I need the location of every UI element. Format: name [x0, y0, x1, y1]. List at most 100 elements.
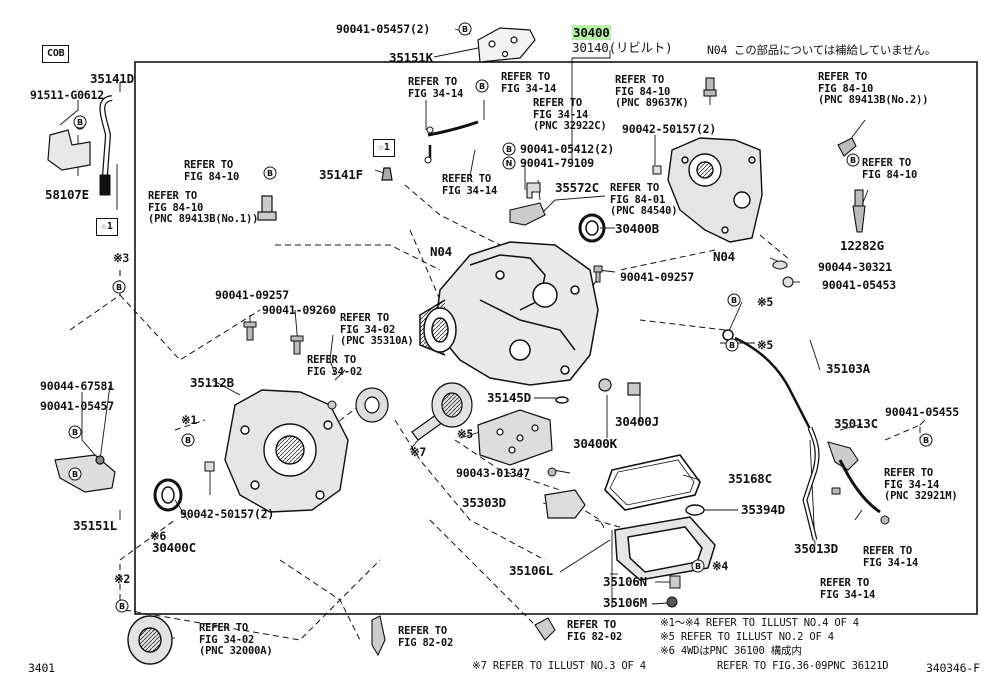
svg-text:B: B	[695, 562, 701, 571]
label-35141D: 35141D	[90, 71, 134, 86]
pipe-32922C-drawing	[424, 120, 479, 164]
label-90041-05453: 90041-05453	[822, 278, 896, 292]
label-58107E: 58107E	[45, 187, 89, 202]
torque-converter-drawing	[127, 615, 173, 665]
seal-30400B-drawing	[578, 213, 606, 243]
note-1-4: ※1～※4 REFER TO ILLUST NO.4 OF 4	[660, 617, 859, 629]
label-35141F: 35141F	[319, 167, 363, 182]
label-90042-50157-bottom: 90042-50157(2)	[180, 507, 275, 521]
label-90041-05455: 90041-05455	[885, 405, 959, 419]
fig-code: 340346-F	[926, 661, 980, 675]
cob-box: COB	[42, 45, 70, 63]
label-35106M: 35106M	[603, 595, 647, 610]
label-30400J: 30400J	[615, 414, 659, 429]
svg-text:B: B	[119, 602, 125, 611]
svg-text:B: B	[77, 118, 83, 127]
label-n04-cover: N04	[713, 249, 735, 264]
label-35112B: 35112B	[190, 375, 234, 390]
bolts-above-case	[243, 321, 304, 355]
mark-5-valve: ※5	[457, 427, 474, 441]
label-90041-09257-left: 90041-09257	[215, 288, 289, 302]
label-90041-79109: 90041-79109	[520, 156, 594, 170]
page-code: 3401	[28, 661, 55, 675]
mark-3: ※3	[113, 251, 130, 265]
mark-6: ※6	[150, 529, 167, 543]
part-58107E-drawing	[47, 120, 91, 171]
svg-text:B: B	[729, 341, 735, 350]
n04-note: N04 この部品については補給していません。	[707, 43, 937, 57]
note-6: ※6 4WDはPNC 36100 構成内	[660, 645, 802, 657]
svg-text:B: B	[506, 145, 512, 154]
label-30400K: 30400K	[573, 436, 617, 451]
bracket-84540-drawing	[509, 202, 546, 226]
part-35151K-drawing	[477, 27, 536, 63]
label-35106N: 35106N	[603, 574, 647, 589]
mark-4: ※4	[712, 559, 729, 573]
label-35106L: 35106L	[509, 563, 553, 578]
label-35151K: 35151K	[389, 50, 433, 65]
svg-text:B: B	[731, 296, 737, 305]
sensor-89637K-drawing	[703, 77, 717, 97]
svg-text:B: B	[479, 82, 485, 91]
pump-35310A-drawing	[355, 387, 389, 423]
label-35103A: 35103A	[826, 361, 870, 376]
gasket-35168C-drawing	[604, 454, 701, 511]
label-90041-05457-2: 90041-05457(2)	[336, 22, 431, 36]
bracket-35151L-drawing	[54, 454, 116, 493]
part-35141D-drawing	[99, 95, 113, 196]
label-90043-01347: 90043-01347	[456, 466, 530, 480]
left-case-drawing	[224, 389, 349, 513]
label-30400C: 30400C	[152, 540, 196, 555]
oil-pan-drawing	[614, 516, 716, 581]
label-90042-50157-top: 90042-50157(2)	[622, 122, 717, 136]
label-35168C: 35168C	[728, 471, 772, 486]
part-number-main: 30400	[572, 25, 611, 40]
label-star1-left: ☆1	[96, 218, 118, 236]
rear-cover-n04-drawing	[667, 137, 763, 243]
svg-text:B: B	[185, 436, 191, 445]
sensor-right-drawing	[837, 137, 857, 157]
shaft-gear-drawing	[411, 382, 473, 441]
label-91511-G0612: 91511-G0612	[30, 88, 104, 102]
part-35572C-drawing	[526, 182, 541, 199]
bolt-09257-right-drawing	[593, 265, 603, 283]
part-35106N-drawing	[669, 575, 681, 589]
callout-circles	[68, 22, 933, 613]
label-35151L: 35151L	[73, 518, 117, 533]
ring-35145D-drawing	[555, 396, 569, 404]
sensor-left-drawing	[257, 195, 277, 221]
callout-letters: BB BB BN BB BB BB BB BB	[72, 25, 929, 611]
pin-top-drawing	[652, 165, 662, 175]
bracket-82-02-a	[371, 615, 386, 657]
part-35141F-drawing	[381, 167, 393, 181]
label-35394D: 35394D	[741, 502, 785, 517]
label-35013D: 35013D	[794, 541, 838, 556]
note-fig-36-09: REFER TO FIG.36-09PNC 36121D	[717, 660, 889, 672]
pipe-32921M-drawing	[838, 459, 881, 514]
part-12282G-drawing	[852, 189, 866, 233]
seal-30400C-drawing	[153, 478, 183, 512]
svg-text:B: B	[462, 25, 468, 34]
valve-body-drawing	[477, 409, 553, 466]
note-5: ※5 REFER TO ILLUST NO.2 OF 4	[660, 631, 834, 643]
label-n04-main: N04	[430, 244, 452, 259]
svg-text:N: N	[506, 159, 513, 168]
svg-text:B: B	[923, 436, 929, 445]
main-transaxle-drawing	[419, 241, 599, 386]
